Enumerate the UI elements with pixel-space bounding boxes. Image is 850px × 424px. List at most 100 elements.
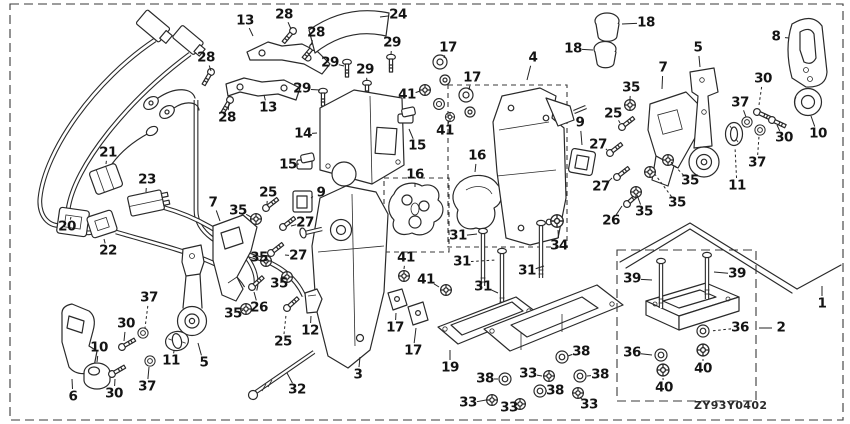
callout-27: 27 — [289, 247, 307, 264]
callout-4: 4 — [528, 49, 538, 66]
clamps-17-lower — [387, 288, 429, 326]
callout-17: 17 — [404, 342, 422, 359]
callout-40: 40 — [694, 360, 712, 377]
callout-31: 31 — [453, 253, 471, 270]
callout-37: 37 — [731, 94, 749, 111]
cap-11-left — [164, 330, 190, 352]
callout-22: 22 — [99, 242, 117, 259]
outer-dashed-border — [9, 3, 844, 421]
callout-33: 33 — [500, 399, 518, 416]
cover-14 — [319, 89, 405, 187]
callout-28: 28 — [197, 49, 215, 66]
callout-25: 25 — [259, 184, 277, 201]
bracket-7-left — [212, 214, 258, 302]
callout-31: 31 — [518, 262, 536, 279]
callout-16: 16 — [406, 166, 424, 183]
dashed-box-2 — [616, 249, 757, 402]
callout-29: 29 — [356, 61, 374, 78]
callout-17: 17 — [386, 319, 404, 336]
callout-29: 29 — [383, 34, 401, 51]
bolt-32 — [247, 350, 316, 401]
callout-7: 7 — [658, 59, 668, 76]
handle-8 — [787, 17, 828, 88]
callout-35: 35 — [668, 194, 686, 211]
callout-30: 30 — [105, 385, 123, 402]
callout-29: 29 — [321, 54, 339, 71]
screws-30-37-left — [106, 327, 156, 380]
callout-1: 1 — [817, 295, 827, 312]
callout-15: 15 — [408, 137, 426, 154]
lever-5-left — [176, 244, 208, 337]
callout-10: 10 — [90, 339, 108, 356]
callout-36: 36 — [731, 319, 749, 336]
dashed-box-4 — [447, 84, 568, 248]
grommets-17-top — [432, 54, 476, 118]
grommet-15-right — [397, 106, 416, 124]
callout-27: 27 — [592, 178, 610, 195]
damper-9-right — [567, 147, 597, 177]
callout-25: 25 — [274, 333, 292, 350]
callout-15: 15 — [279, 156, 297, 173]
callout-13: 13 — [236, 12, 254, 29]
connector-plug-b — [172, 25, 206, 57]
callout-6: 6 — [68, 388, 78, 405]
callout-28: 28 — [275, 6, 293, 23]
knob-10-left — [83, 362, 111, 390]
callout-37: 37 — [140, 289, 158, 306]
callout-35: 35 — [622, 79, 640, 96]
spacer-block-2 — [645, 282, 740, 331]
leader-lines — [69, 15, 823, 406]
callout-38: 38 — [591, 366, 609, 383]
callout-35: 35 — [224, 305, 242, 322]
callout-18: 18 — [637, 14, 655, 31]
callout-11: 11 — [728, 177, 746, 194]
housing-4 — [492, 87, 587, 246]
callout-28: 28 — [307, 24, 325, 41]
callout-11: 11 — [162, 352, 180, 369]
callout-41: 41 — [398, 86, 416, 103]
callout-31: 31 — [474, 278, 492, 295]
callout-10: 10 — [809, 125, 827, 142]
callout-20: 20 — [58, 218, 76, 235]
callout-14: 14 — [294, 125, 312, 142]
callout-8: 8 — [771, 28, 781, 45]
callout-5: 5 — [693, 39, 703, 56]
callout-36: 36 — [623, 344, 641, 361]
clamp-12 — [304, 288, 323, 314]
callout-16: 16 — [468, 147, 486, 164]
connector-plug-a — [135, 9, 173, 44]
connector-22 — [86, 209, 118, 239]
cap-11-right — [724, 121, 744, 147]
callout-3: 3 — [353, 366, 363, 383]
callout-39: 39 — [623, 270, 641, 287]
callout-27: 27 — [296, 214, 314, 231]
callout-24: 24 — [389, 6, 407, 23]
bolts-31 — [478, 219, 546, 306]
callout-39: 39 — [728, 265, 746, 282]
plate-19 — [483, 284, 624, 352]
callout-9: 9 — [575, 114, 585, 131]
callout-35: 35 — [229, 202, 247, 219]
callout-33: 33 — [519, 365, 537, 382]
callout-25: 25 — [604, 105, 622, 122]
figure-code-watermark: ZY93Y0402 — [694, 399, 768, 412]
ring-terminals — [143, 95, 175, 137]
callout-35: 35 — [250, 249, 268, 266]
nut-34 — [550, 214, 564, 228]
assembly-1-outline — [619, 222, 842, 294]
callout-38: 38 — [572, 343, 590, 360]
connector-23 — [127, 189, 171, 217]
callout-35: 35 — [681, 172, 699, 189]
callout-32: 32 — [288, 381, 306, 398]
callout-28: 28 — [218, 109, 236, 126]
callout-34: 34 — [550, 237, 568, 254]
callout-35: 35 — [270, 275, 288, 292]
callout-29: 29 — [293, 80, 311, 97]
connector-20 — [56, 206, 90, 238]
callout-40: 40 — [655, 379, 673, 396]
callout-30: 30 — [117, 315, 135, 332]
callout-26: 26 — [250, 299, 268, 316]
callout-5: 5 — [199, 354, 209, 371]
callout-2: 2 — [776, 319, 786, 336]
